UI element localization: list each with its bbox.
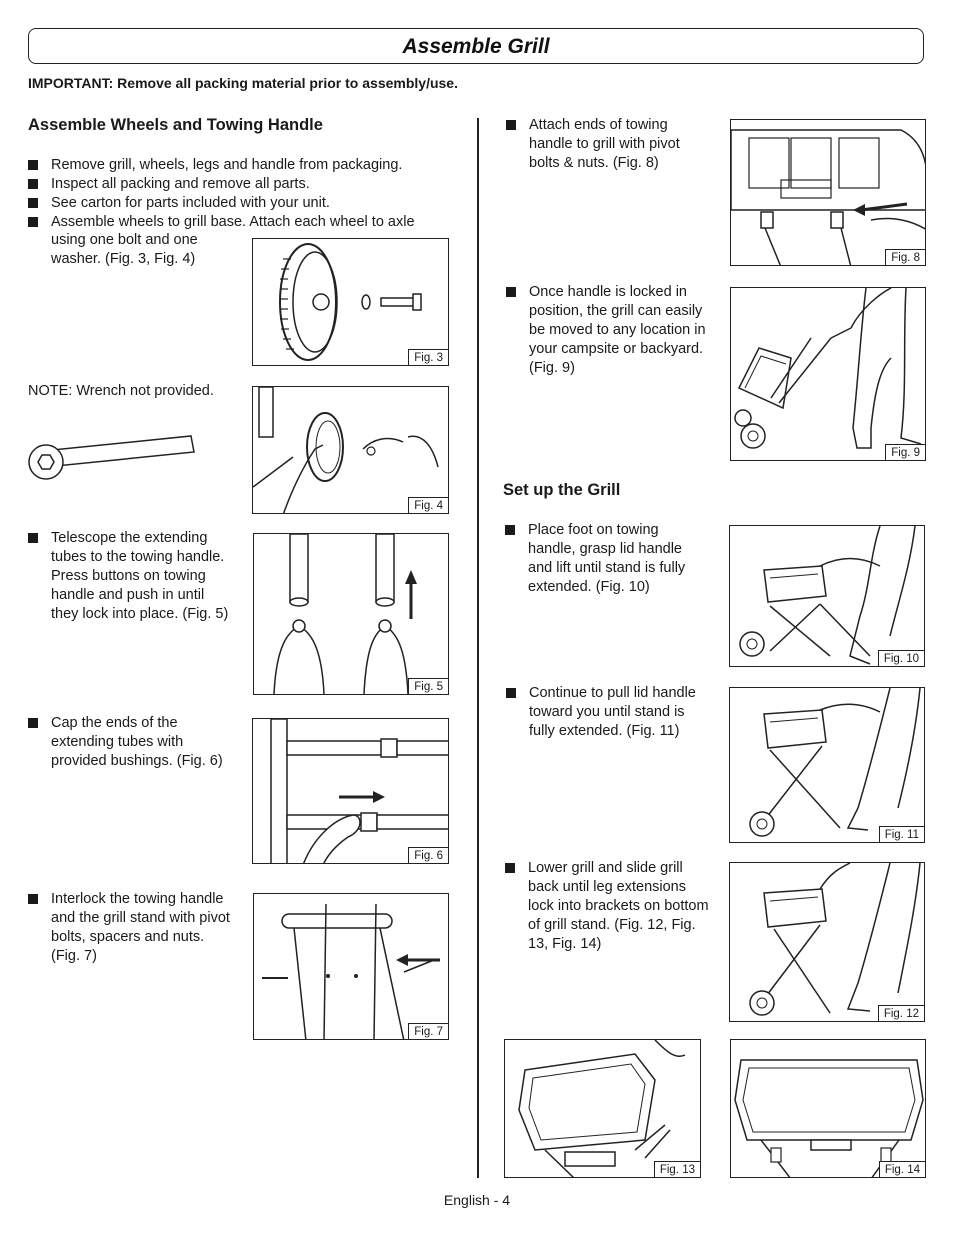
list-item: Remove grill, wheels, legs and handle fr…: [28, 156, 458, 175]
list-item: Lower grill and slide grill back until l…: [505, 859, 715, 954]
bullet-square-icon: [28, 894, 38, 904]
list-item: Telescope the extending tubes to the tow…: [28, 529, 233, 624]
lower-grill-illustration: [749, 863, 921, 1016]
figure-6: Fig. 6: [252, 718, 449, 864]
figure-label: Fig. 9: [885, 444, 925, 460]
bullet-square-icon: [28, 533, 38, 543]
page-footer: English - 4: [443, 1192, 511, 1208]
figure-label: Fig. 11: [878, 826, 924, 842]
figure-label: Fig. 4: [408, 497, 448, 513]
list-item: Place foot on towing handle, grasp lid h…: [505, 521, 710, 597]
important-note: IMPORTANT: Remove all packing material p…: [28, 75, 458, 91]
figure-8: Fig. 8: [730, 119, 926, 266]
lift-stand-illustration: [739, 526, 916, 665]
figure-11: Fig. 11: [729, 687, 925, 843]
figure-13: Fig. 13: [504, 1039, 701, 1178]
figure-12: Fig. 12: [729, 862, 925, 1022]
list-item: See carton for parts included with your …: [28, 194, 458, 213]
bullet-square-icon: [28, 160, 38, 170]
figure-label: Fig. 14: [878, 1161, 925, 1177]
figure-label: Fig. 7: [408, 1023, 448, 1039]
list-item: Assemble wheels to grill base. Attach ea…: [28, 213, 458, 232]
figure-label: Fig. 13: [653, 1161, 700, 1177]
grill-front-illustration: [734, 1059, 924, 1177]
column-divider: [477, 118, 479, 1178]
wrench-illustration: [28, 435, 195, 480]
figure-14: Fig. 14: [730, 1039, 926, 1178]
bullet-square-icon: [28, 198, 38, 208]
figure-label: Fig. 12: [877, 1005, 924, 1021]
bullet-square-icon: [28, 217, 38, 227]
grill-bracket-illustration: [518, 1040, 686, 1177]
list-item: Inspect all packing and remove all parts…: [28, 175, 458, 194]
wheel-bolt-illustration: [279, 243, 422, 361]
figure-4: Fig. 4: [252, 386, 449, 514]
figure-label: Fig. 3: [408, 349, 448, 365]
figure-10: Fig. 10: [729, 525, 925, 667]
bullet-square-icon: [506, 688, 516, 698]
list-item: Continue to pull lid handle toward you u…: [506, 684, 711, 741]
extend-stand-illustration: [749, 688, 921, 837]
wrench-note: NOTE: Wrench not provided.: [28, 383, 214, 399]
bullet-square-icon: [505, 525, 515, 535]
bullet-square-icon: [28, 179, 38, 189]
figure-label: Fig. 6: [408, 847, 448, 863]
wheel-wrench-illustration: [253, 387, 439, 513]
towing-grill-illustration: [734, 288, 922, 449]
list-item: Once handle is locked in position, the g…: [506, 283, 716, 378]
figure-label: Fig. 5: [408, 678, 448, 694]
figure-3: Fig. 3: [252, 238, 449, 366]
pivot-bolts-illustration: [262, 903, 440, 1039]
section-heading-setup: Set up the Grill: [503, 481, 621, 499]
bullet-square-icon: [505, 863, 515, 873]
bullet-square-icon: [28, 718, 38, 728]
figure-label: Fig. 8: [885, 249, 925, 265]
extending-tubes-illustration: [273, 534, 417, 694]
figure-5: Fig. 5: [253, 533, 449, 695]
handle-attach-illustration: [731, 129, 925, 265]
list-item: Interlock the towing handle and the gril…: [28, 890, 233, 966]
list-item-continuation: using one bolt and one washer. (Fig. 3, …: [51, 232, 198, 267]
list-item: Attach ends of towing handle to grill wi…: [506, 116, 706, 173]
figure-7: Fig. 7: [253, 893, 449, 1040]
page-title: Assemble Grill: [402, 35, 550, 58]
bullet-square-icon: [506, 287, 516, 297]
tube-bushing-illustration: [270, 719, 448, 863]
figure-label: Fig. 10: [877, 650, 924, 666]
section-heading-wheels: Assemble Wheels and Towing Handle: [28, 116, 323, 134]
page-title-box: Assemble Grill: [28, 28, 924, 64]
figure-9: Fig. 9: [730, 287, 926, 461]
bullet-square-icon: [506, 120, 516, 130]
list-item: Cap the ends of the extending tubes with…: [28, 714, 233, 771]
